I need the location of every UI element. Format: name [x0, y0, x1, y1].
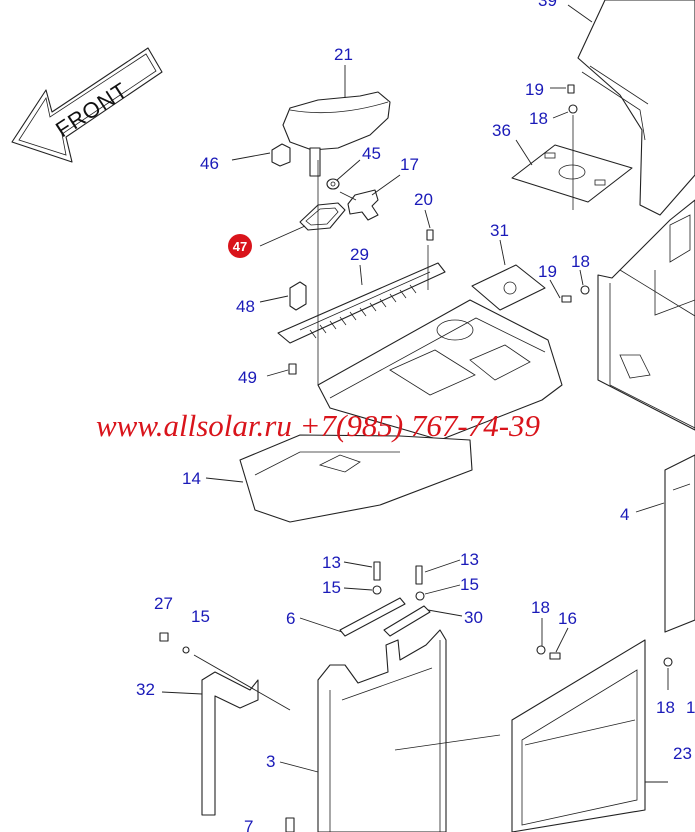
- washer-15-left: [182, 646, 190, 654]
- part-17-knob: [339, 189, 379, 221]
- callout-6: 6: [286, 609, 295, 628]
- callout-20: 20: [414, 190, 433, 209]
- callout-47-highlight: 47: [228, 234, 252, 258]
- callout-17: 17: [400, 155, 419, 174]
- console-tray: [317, 160, 563, 441]
- part-36-plate: [511, 144, 633, 203]
- part-47-gasket: [299, 202, 346, 231]
- part-31-cover: [471, 264, 546, 311]
- callout-18-far-right: 18: [686, 698, 695, 717]
- callout-13-left: 13: [322, 553, 341, 572]
- washer-18-lower-b: [663, 657, 673, 667]
- callout-48: 48: [236, 297, 255, 316]
- callout-45: 45: [362, 144, 381, 163]
- bolt-7: [285, 817, 295, 832]
- callout-15-right: 15: [460, 575, 479, 594]
- callout-30: 30: [464, 608, 483, 627]
- callout-46: 46: [200, 154, 219, 173]
- part-49-bolt: [288, 363, 297, 375]
- callout-15-left: 15: [322, 578, 341, 597]
- callout-18-mid: 18: [571, 252, 590, 271]
- part-4-panel: [664, 454, 695, 633]
- part-46-clip: [271, 143, 291, 167]
- callout-36: 36: [492, 121, 511, 140]
- part-32-support: [201, 671, 259, 816]
- part-3-frame: [317, 629, 501, 832]
- part-39-cover: [577, 0, 695, 216]
- washer-18-lower-a: [536, 645, 546, 655]
- part-45-nut: [326, 178, 340, 190]
- callout-23: 23: [673, 744, 692, 763]
- callout-16: 16: [558, 609, 577, 628]
- part-21-armrest: [282, 91, 391, 177]
- part-48-block: [289, 281, 307, 311]
- washer-18-top: [568, 104, 578, 114]
- callout-19-top: 19: [525, 80, 544, 99]
- callout-19-mid: 19: [538, 262, 557, 281]
- bolt-19-top: [567, 84, 575, 94]
- bolt-27: [159, 632, 169, 642]
- callout-labels: 39 21 46 45 17 47 20 29 48 49 19 18 36 3…: [136, 0, 695, 832]
- bolt-16: [549, 652, 561, 660]
- leader-lines: [161, 4, 669, 783]
- callout-14: 14: [182, 469, 201, 488]
- callout-32: 32: [136, 680, 155, 699]
- callout-18-top: 18: [529, 109, 548, 128]
- callout-27: 27: [154, 594, 173, 613]
- washer-18-mid: [580, 285, 590, 295]
- front-arrow-icon: FRONT: [11, 47, 163, 163]
- part-23-door: [511, 639, 646, 832]
- callout-4: 4: [620, 505, 629, 524]
- callout-31: 31: [490, 221, 509, 240]
- bolt-19-mid: [561, 295, 572, 303]
- callout-13-right: 13: [460, 550, 479, 569]
- callout-15-far-left: 15: [191, 607, 210, 626]
- part-29-rail: [277, 262, 446, 344]
- callout-21: 21: [334, 45, 353, 64]
- part-6-bracket: [339, 597, 406, 637]
- callout-29: 29: [350, 245, 369, 264]
- bolt-13-right: [415, 565, 425, 601]
- right-side-panel: [597, 199, 695, 431]
- bolt-13-left: [372, 561, 382, 595]
- watermark-text: www.allsolar.ru +7(985) 767-74-39: [96, 408, 540, 443]
- callout-18-lower: 18: [531, 598, 550, 617]
- callout-47: 47: [233, 239, 247, 254]
- callout-3: 3: [266, 752, 275, 771]
- callout-18-right: 18: [656, 698, 675, 717]
- callout-7: 7: [244, 817, 253, 832]
- callout-49: 49: [238, 368, 257, 387]
- part-30-bracket: [383, 605, 431, 637]
- part-14-cover: [239, 434, 473, 523]
- callout-39: 39: [538, 0, 557, 10]
- part-20-pin: [426, 229, 434, 241]
